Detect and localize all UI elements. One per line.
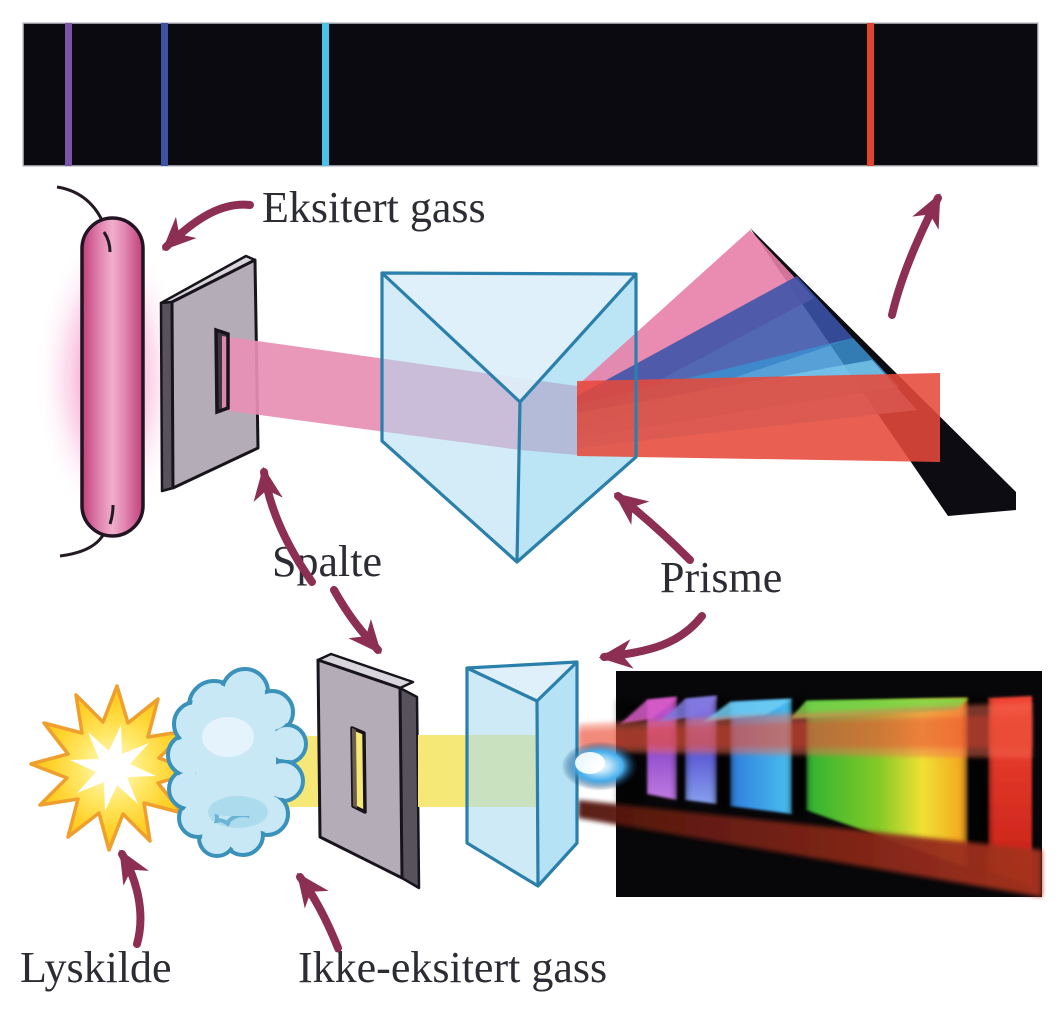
slit-hole-upper-outline: [214, 327, 230, 415]
arrow-slit-lower: [330, 586, 382, 655]
prism-upper-edges: [380, 271, 638, 564]
absorption-spectrum-panel: [578, 671, 1042, 897]
gas-tube: [80, 216, 145, 538]
arrow-light-source: [118, 849, 149, 948]
arrow-screen-to-spectrum: [888, 193, 942, 319]
label-non-excited-gas: Ikke-eksitert gass: [298, 943, 607, 992]
label-light-source: Lyskilde: [20, 943, 172, 992]
emission-line-cyan: [322, 23, 329, 166]
tube-wire-top-inner: [102, 231, 112, 253]
dispersed-beams: [577, 230, 940, 462]
arrow-excited-gas: [162, 200, 254, 251]
gas-cloud: [166, 667, 308, 858]
emission-spectrum-panel: [22, 22, 1039, 167]
red-beam-overlay-core: [578, 714, 1032, 748]
beam-red: [577, 373, 940, 462]
label-excited-gas: Eksitert gass: [262, 183, 486, 232]
arrow-slit-upper: [253, 466, 316, 586]
emission-line-blue: [161, 23, 168, 166]
prism-upper: [382, 273, 636, 562]
emission-spectrum-background: [22, 22, 1039, 167]
starburst-core: [70, 725, 156, 811]
blue-glow-blob: [552, 735, 648, 797]
slit-hole-lower-shadow: [352, 728, 357, 808]
arrow-prism-upper: [613, 492, 694, 564]
prism-lower: [465, 660, 579, 888]
cloud-highlight: [202, 717, 254, 757]
tube-wire-bottom-inner: [108, 504, 115, 525]
light-source-starburst: [29, 684, 197, 852]
spectrum-floor-wedge: [578, 800, 1042, 897]
emission-line-violet: [65, 23, 72, 166]
arrow-non-excited-gas: [296, 872, 342, 952]
emission-line-red: [867, 23, 874, 166]
cloud-shade: [208, 796, 268, 828]
slit-plate-lower: [316, 652, 421, 890]
arrow-prism-lower: [598, 612, 706, 669]
label-prism: Prisme: [660, 553, 782, 602]
